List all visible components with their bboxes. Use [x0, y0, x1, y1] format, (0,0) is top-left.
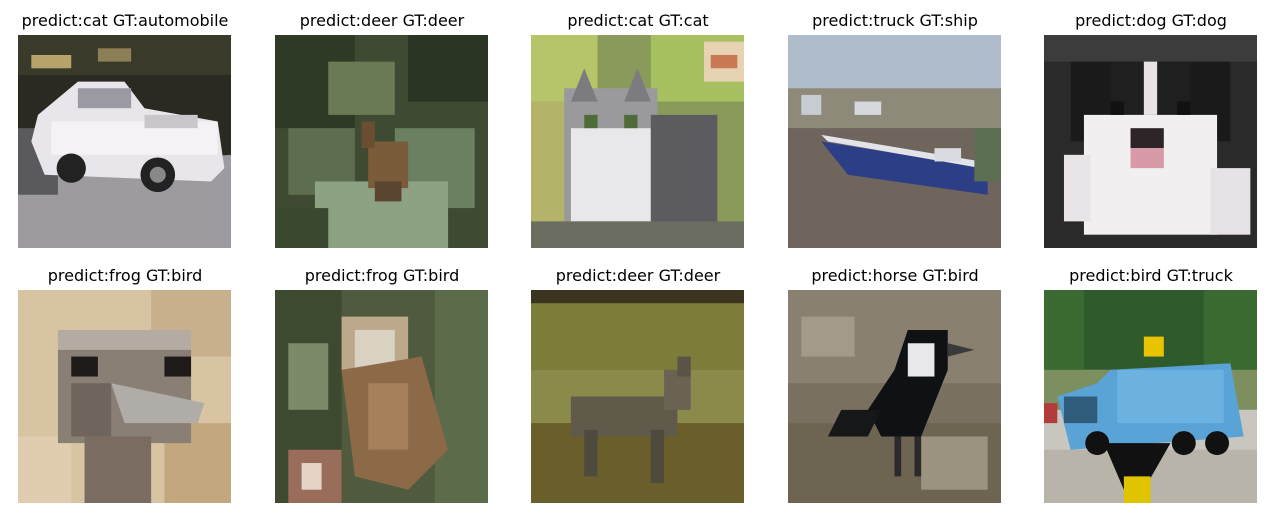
panel-image-owl [275, 290, 488, 503]
panel-image-ship [788, 35, 1001, 248]
panel-image-dog [1044, 35, 1257, 248]
panel-caption: predict:dog GT:dog [1075, 11, 1227, 30]
panel-image-truck [1044, 290, 1257, 503]
panel-caption: predict:frog GT:bird [47, 266, 203, 285]
panel-caption: predict:cat GT:cat [567, 11, 709, 30]
panel-caption: predict:frog GT:bird [304, 266, 460, 285]
panel-caption: predict:deer GT:deer [555, 266, 721, 285]
panel-image-deer-forest [275, 35, 488, 248]
panel-image-ostrich [18, 290, 231, 503]
panel-image-cat [531, 35, 744, 248]
panel-caption: predict:horse GT:bird [811, 266, 979, 285]
panel-image-automobile [18, 35, 231, 248]
panel-image-deer-field [531, 290, 744, 503]
panel-caption: predict:truck GT:ship [812, 11, 978, 30]
panel-caption: predict:cat GT:automobile [21, 11, 229, 30]
panel-caption: predict:deer GT:deer [299, 11, 465, 30]
panel-caption: predict:bird GT:truck [1069, 266, 1233, 285]
panel-image-magpie [788, 290, 1001, 503]
